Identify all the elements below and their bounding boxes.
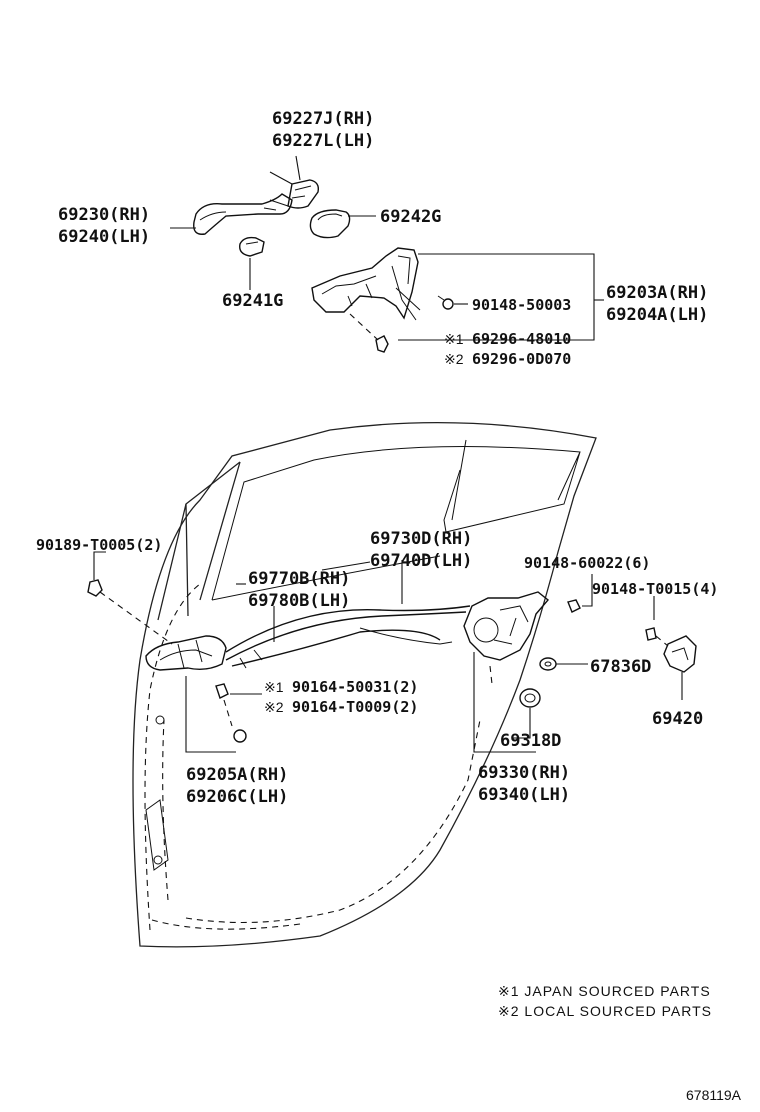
handle-frame-shape	[311, 247, 419, 320]
legend-notes: ※1 JAPAN SOURCED PARTS ※2 LOCAL SOURCED …	[498, 983, 712, 1019]
screw-90148-60022-icon	[567, 599, 581, 613]
label-69730D: 69730D(RH)	[370, 529, 472, 549]
grommet-67836D-icon	[539, 657, 557, 671]
label-90164-T0009: 90164-T0009(2)	[292, 698, 418, 716]
label-69340: 69340(LH)	[478, 785, 570, 805]
label-90189-T0005: 90189-T0005(2)	[36, 536, 162, 554]
outside-handle-shape	[193, 193, 293, 235]
outside-handle-assembly	[170, 155, 604, 353]
label-69227L: 69227L(LH)	[272, 131, 374, 151]
note-local-sourced: ※2 LOCAL SOURCED PARTS	[498, 1003, 712, 1019]
label-69230: 69230(RH)	[58, 205, 150, 225]
label-67836D: 67836D	[590, 657, 651, 677]
part-labels: 69227J(RH) 69227L(LH) 69230(RH) 69240(LH…	[36, 109, 718, 807]
door-lock-shape	[463, 591, 550, 661]
inside-handle-assembly	[87, 551, 697, 753]
label-69242G: 69242G	[380, 207, 441, 227]
cable-69770B	[225, 605, 471, 653]
cable-69730D	[231, 629, 441, 667]
label-90148-50003: 90148-50003	[472, 296, 571, 314]
screw-90148-T0015-icon	[645, 627, 657, 641]
marker-2-top: ※2	[444, 351, 464, 367]
label-69330: 69330(RH)	[478, 763, 570, 783]
gasket-69242G-shape	[309, 209, 351, 239]
label-90148-T0015: 90148-T0015(4)	[592, 580, 718, 598]
marker-2-bottom: ※2	[264, 699, 284, 715]
label-90164-50031: 90164-50031(2)	[292, 678, 418, 696]
rear-door-outline	[132, 421, 597, 948]
label-69420: 69420	[652, 709, 703, 729]
grommet-69318D-icon	[519, 688, 541, 708]
screw-90148-50003-icon	[437, 295, 454, 310]
cap-icon	[233, 729, 247, 743]
diagram-code: 678119A	[686, 1087, 742, 1103]
label-69206C: 69206C(LH)	[186, 787, 288, 807]
gasket-69241G-shape	[239, 236, 265, 257]
striker-69420-icon	[663, 635, 697, 673]
note-japan-sourced: ※1 JAPAN SOURCED PARTS	[498, 983, 711, 999]
clip-90189-icon	[87, 579, 103, 597]
label-69241G: 69241G	[222, 291, 283, 311]
label-69296-48010: 69296-48010	[472, 330, 571, 348]
label-69203A: 69203A(RH)	[606, 283, 708, 303]
inside-handle-shape	[145, 635, 227, 671]
screw-69296-icon	[375, 335, 389, 353]
label-69318D: 69318D	[500, 731, 561, 751]
marker-1-top: ※1	[444, 331, 464, 347]
label-69240: 69240(LH)	[58, 227, 150, 247]
marker-1-bottom: ※1	[264, 679, 284, 695]
label-69770B: 69770B(RH)	[248, 569, 350, 589]
label-69204A: 69204A(LH)	[606, 305, 708, 325]
label-90148-60022: 90148-60022(6)	[524, 554, 650, 572]
handle-cap-shape	[287, 179, 320, 209]
label-69205A: 69205A(RH)	[186, 765, 288, 785]
screw-90164-icon	[215, 683, 229, 699]
label-69780B: 69780B(LH)	[248, 591, 350, 611]
label-69740D: 69740D(LH)	[370, 551, 472, 571]
label-69227J: 69227J(RH)	[272, 109, 374, 129]
label-69296-0D070: 69296-0D070	[472, 350, 571, 368]
